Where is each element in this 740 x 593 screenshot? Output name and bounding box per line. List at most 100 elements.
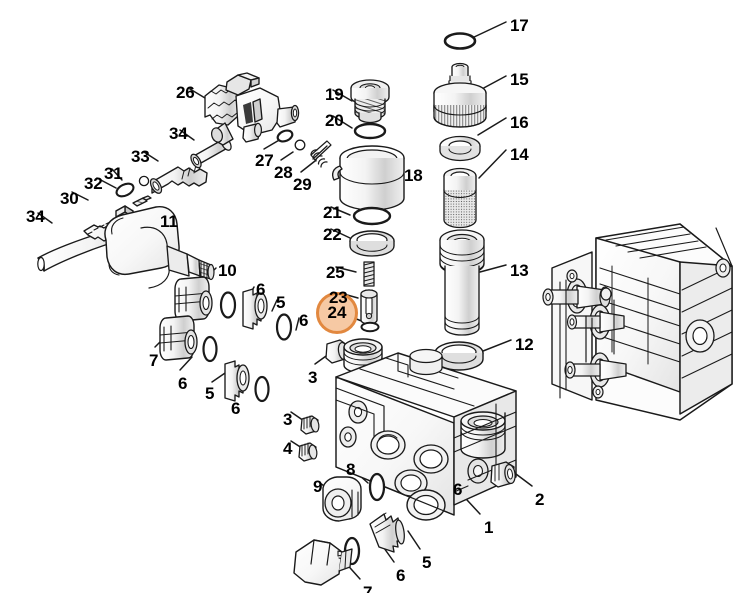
leader-line-28: [280, 151, 294, 161]
callout-number-31[interactable]: 31: [104, 164, 123, 183]
part-13-tube: [439, 229, 485, 336]
highlight-callout-24[interactable]: 24: [316, 292, 358, 334]
part-2-plug: [490, 461, 516, 488]
part-33-sleeve: [149, 161, 208, 194]
leader-line-33: [143, 151, 159, 162]
callout-number-1[interactable]: 1: [484, 518, 494, 537]
callout-number-34[interactable]: 34: [26, 207, 45, 226]
leader-line-14: [478, 149, 507, 179]
part-27-oring: [276, 129, 294, 143]
callout-number-5[interactable]: 5: [205, 384, 215, 403]
callout-number-26[interactable]: 26: [176, 83, 195, 102]
callout-number-30[interactable]: 30: [60, 189, 79, 208]
part-11-flanged-cap: [104, 205, 215, 289]
callout-number-18[interactable]: 18: [404, 166, 423, 185]
callout-number-9[interactable]: 9: [313, 477, 323, 496]
leader-line-6: [295, 317, 300, 331]
leader-line-22: [330, 228, 351, 239]
callout-number-17[interactable]: 17: [510, 16, 529, 35]
callout-number-5[interactable]: 5: [276, 293, 286, 312]
leader-line-17: [471, 21, 507, 39]
part-18-housing: [332, 145, 405, 211]
callout-number-19[interactable]: 19: [325, 85, 344, 104]
callout-number-8[interactable]: 8: [346, 460, 356, 479]
part-12-seal-ring: [434, 341, 484, 371]
callout-number-7[interactable]: 7: [363, 583, 373, 593]
leader-line-13: [479, 264, 507, 273]
leader-line-25: [335, 266, 357, 273]
leader-line-21: [330, 206, 351, 216]
callout-number-5[interactable]: 5: [422, 553, 432, 572]
leader-line-29: [300, 160, 316, 173]
callout-number-28[interactable]: 28: [274, 163, 293, 182]
part-24-oring: [360, 321, 380, 333]
callout-number-15[interactable]: 15: [510, 70, 529, 89]
callout-number-22[interactable]: 22: [323, 225, 342, 244]
part-31-ball: [138, 175, 150, 187]
callout-number-27[interactable]: 27: [255, 151, 274, 170]
part-14-filter-cap: [443, 167, 477, 229]
leader-line-16: [477, 117, 507, 136]
callout-number-34[interactable]: 34: [169, 124, 188, 143]
part-32-oring: [115, 182, 135, 198]
leader-line-6: [383, 547, 395, 563]
callout-number-7[interactable]: 7: [149, 351, 159, 370]
leader-line-19: [332, 89, 353, 102]
callout-number-12[interactable]: 12: [515, 335, 534, 354]
callout-number-6[interactable]: 6: [453, 480, 463, 499]
part-6-oring-a: [219, 291, 237, 319]
callout-number-25[interactable]: 25: [326, 263, 345, 282]
leader-line-5: [271, 299, 278, 312]
callout-number-10[interactable]: 10: [218, 261, 237, 280]
part-22-seal-ring: [349, 230, 395, 257]
leader-line-12: [477, 339, 512, 354]
leader-line-5: [407, 530, 421, 550]
leader-line-34: [37, 212, 53, 224]
part-7-hex-fitting: [293, 539, 353, 586]
callout-number-3[interactable]: 3: [308, 368, 318, 387]
part-6-oring-c: [202, 335, 218, 363]
part-5-nozzle: [369, 512, 405, 553]
part-23-valve-piston: [360, 289, 378, 325]
callout-number-23[interactable]: 23: [329, 288, 348, 307]
part-25-spring: [363, 261, 375, 287]
callout-number-32[interactable]: 32: [84, 174, 103, 193]
callout-number-4[interactable]: 4: [283, 439, 293, 458]
callout-number-14[interactable]: 14: [510, 145, 529, 164]
part-7-valve-cartridge: [159, 315, 198, 361]
callout-number-2[interactable]: 2: [535, 490, 545, 509]
callout-number-20[interactable]: 20: [325, 111, 344, 130]
leader-line-31: [111, 168, 123, 181]
leader-line-34: [179, 129, 195, 141]
part-6-oring-d: [254, 375, 270, 403]
part-29-spring: [310, 140, 332, 168]
callout-number-21[interactable]: 21: [323, 203, 342, 222]
callout-number-3[interactable]: 3: [283, 410, 293, 429]
leader-line-6: [179, 356, 193, 371]
part-1-pump-body: [335, 338, 517, 521]
part-16-washer: [439, 135, 481, 162]
callout-number-6[interactable]: 6: [231, 399, 241, 418]
part-8-oring: [368, 472, 386, 502]
callout-number-6[interactable]: 6: [256, 280, 266, 299]
callout-number-29[interactable]: 29: [293, 175, 312, 194]
part-21-oring: [352, 206, 392, 226]
callout-number-13[interactable]: 13: [510, 261, 529, 280]
callout-number-33[interactable]: 33: [131, 147, 150, 166]
part-5-valve-seat-a: [242, 288, 268, 330]
part-5-valve-seat-b: [224, 360, 250, 402]
part-3-plug-b: [300, 415, 320, 435]
part-6-oring-b: [275, 313, 293, 341]
part-4-plug: [298, 442, 318, 462]
callout-number-11[interactable]: 11: [160, 212, 178, 231]
part-20-oring: [353, 122, 387, 140]
leader-line-32: [96, 177, 117, 189]
callout-number-6[interactable]: 6: [299, 311, 309, 330]
part-19-plug: [350, 79, 390, 124]
callout-number-16[interactable]: 16: [510, 113, 529, 132]
leader-line-15: [479, 75, 507, 91]
callout-number-6[interactable]: 6: [178, 374, 188, 393]
part-15-knurled-fitting: [433, 62, 487, 128]
callout-number-6[interactable]: 6: [396, 566, 406, 585]
